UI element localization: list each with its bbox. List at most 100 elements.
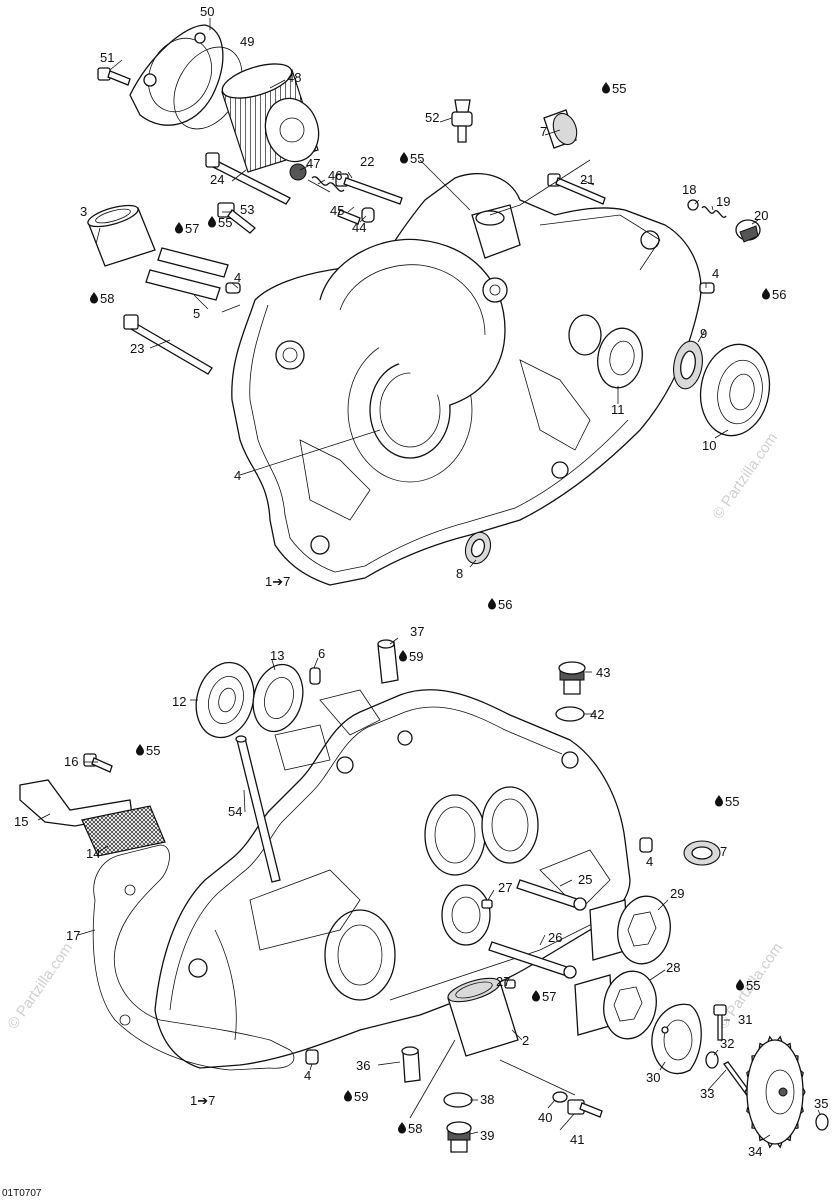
callout-4: 4 xyxy=(646,854,653,869)
callout-54: 54 xyxy=(228,804,242,819)
callout-31: 31 xyxy=(738,1012,752,1027)
callout-4: 4 xyxy=(304,1068,311,1083)
svg-text:58: 58 xyxy=(100,291,114,306)
part-7-seal xyxy=(543,109,578,149)
part-8-seal xyxy=(464,531,492,565)
callout-10: 10 xyxy=(702,438,716,453)
callout-33: 33 xyxy=(700,1086,714,1101)
lube-drop-55: 55 xyxy=(136,743,160,758)
callout-27: 27 xyxy=(498,880,512,895)
callout-6: 6 xyxy=(318,646,325,661)
gasket-piece xyxy=(274,724,331,771)
callout-42: 42 xyxy=(590,707,604,722)
part-17-gasket xyxy=(92,844,295,1071)
callout-48: 48 xyxy=(287,70,301,85)
top-crankcase-half xyxy=(221,172,702,586)
callout-36: 36 xyxy=(356,1058,370,1073)
callout-52: 52 xyxy=(425,110,439,125)
part-4-dowel xyxy=(639,837,653,853)
callout-7: 7 xyxy=(540,124,547,139)
callout-4: 4 xyxy=(234,270,241,285)
callout-9: 9 xyxy=(700,326,707,341)
part-32-washer xyxy=(705,1051,719,1069)
lube-drop-55: 55 xyxy=(715,794,739,809)
watermark-text: © Partzilla.com xyxy=(0,615,3,708)
reference-note: 1➔7 xyxy=(265,574,290,589)
lube-drop-57: 57 xyxy=(175,221,199,236)
part-48-oil-filter xyxy=(221,63,320,173)
part-35-clip xyxy=(815,1113,829,1131)
part-47-46-45-44 xyxy=(289,163,375,225)
callout-32: 32 xyxy=(720,1036,734,1051)
callout-11: 11 xyxy=(611,402,625,417)
part-54-stud xyxy=(235,735,281,883)
part-31-bolt xyxy=(713,1004,727,1041)
callout-15: 15 xyxy=(14,814,28,829)
callout-17: 17 xyxy=(66,928,80,943)
lube-drop-59: 59 xyxy=(344,1089,368,1104)
callout-19: 19 xyxy=(716,194,730,209)
callout-34: 34 xyxy=(748,1144,762,1159)
part-37-stud xyxy=(377,639,399,684)
part-4-dowel xyxy=(305,1049,319,1065)
callout-18: 18 xyxy=(682,182,696,197)
part-51-bolt xyxy=(97,67,131,86)
callout-2: 2 xyxy=(522,1033,529,1048)
callout-38: 38 xyxy=(480,1092,494,1107)
part-24-bolt xyxy=(205,152,291,205)
top-leader-lines xyxy=(95,18,759,568)
callout-13: 13 xyxy=(270,648,284,663)
part-25-shaft xyxy=(516,879,587,911)
callout-3: 3 xyxy=(80,204,87,219)
watermark-text: © Partzilla.com xyxy=(709,430,781,523)
callout-51: 51 xyxy=(100,50,114,65)
callout-39: 39 xyxy=(480,1128,494,1143)
lube-drop-55: 55 xyxy=(602,81,626,96)
part-41-bolt xyxy=(567,1099,603,1118)
lube-drop-57: 57 xyxy=(532,989,556,1004)
svg-text:55: 55 xyxy=(725,794,739,809)
callout-40: 40 xyxy=(538,1110,552,1125)
callout-44: 44 xyxy=(352,220,366,235)
part-11-bearing xyxy=(597,327,643,389)
part-42-washer xyxy=(555,706,585,722)
callout-8: 8 xyxy=(456,566,463,581)
callout-23: 23 xyxy=(130,341,144,356)
callout-53: 53 xyxy=(240,202,254,217)
part-22-bolt xyxy=(335,173,403,205)
callout-46: 46 xyxy=(328,168,342,183)
part-21-bolt xyxy=(547,173,606,205)
lube-drop-55: 55 xyxy=(736,978,760,993)
part-29-rotor xyxy=(589,895,671,965)
callout-43: 43 xyxy=(596,665,610,680)
callout-45: 45 xyxy=(330,203,344,218)
part-30-pump-cover xyxy=(651,1003,702,1075)
svg-text:57: 57 xyxy=(542,989,556,1004)
callout-37: 37 xyxy=(410,624,424,639)
svg-text:55: 55 xyxy=(612,81,626,96)
svg-text:55: 55 xyxy=(146,743,160,758)
callout-50: 50 xyxy=(200,4,214,19)
part-6-dowel xyxy=(309,667,321,685)
lube-drop-58: 58 xyxy=(90,291,114,306)
part-36-stud xyxy=(401,1046,421,1083)
part-18-19-20 xyxy=(687,199,761,243)
svg-text:56: 56 xyxy=(498,597,512,612)
callout-49: 49 xyxy=(240,34,254,49)
callout-25: 25 xyxy=(578,872,592,887)
svg-text:56: 56 xyxy=(772,287,786,302)
callout-29: 29 xyxy=(670,886,684,901)
document-code: 01T0707 xyxy=(2,1188,42,1199)
part-43-plug xyxy=(558,661,586,695)
callout-16: 16 xyxy=(64,754,78,769)
callout-20: 20 xyxy=(754,208,768,223)
bottom-crankcase-half xyxy=(154,689,631,1069)
part-26-shaft xyxy=(488,941,577,979)
part-50-filter-cover xyxy=(129,24,224,126)
callout-30: 30 xyxy=(646,1070,660,1085)
svg-text:55: 55 xyxy=(746,978,760,993)
part-3-sleeve xyxy=(87,204,156,267)
part-40-washer xyxy=(552,1091,568,1103)
callout-35: 35 xyxy=(814,1096,828,1111)
